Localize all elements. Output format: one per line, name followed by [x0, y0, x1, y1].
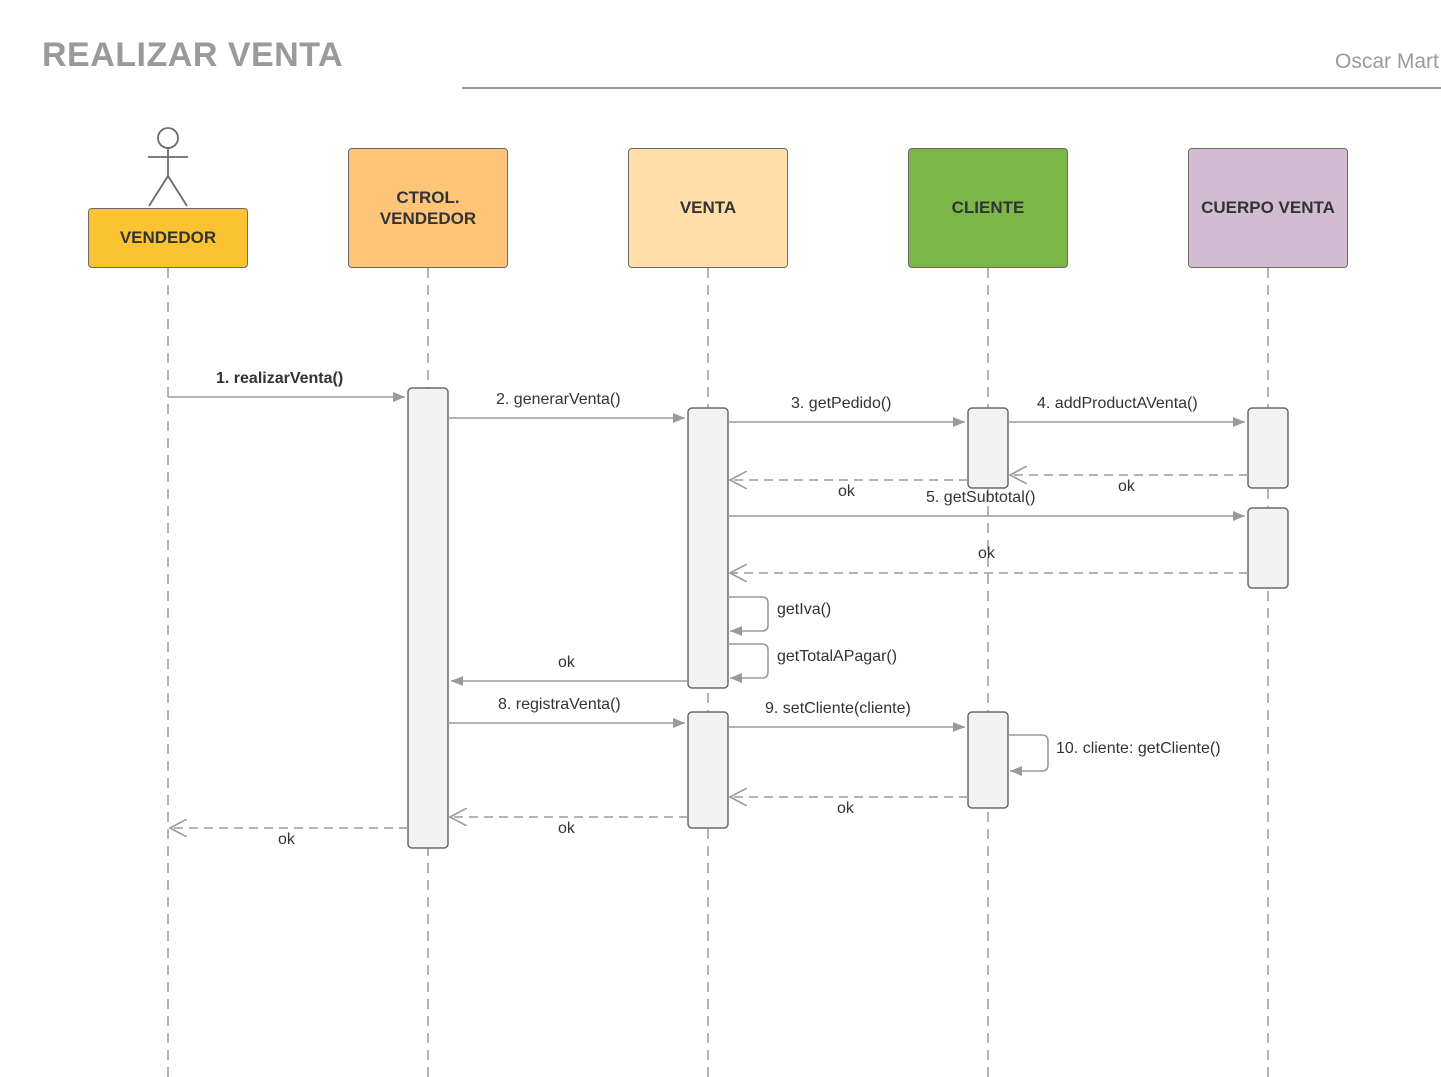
participant-vendedor: VENDEDOR	[88, 208, 248, 268]
message-label-17: ok	[278, 831, 295, 848]
participant-venta: VENTA	[628, 148, 788, 268]
message-label-14: 10. cliente: getCliente()	[1056, 740, 1221, 757]
message-label-13: 9. setCliente(cliente)	[765, 700, 911, 717]
author-name: Oscar Mart	[1335, 50, 1439, 73]
activation-bar-ctrol-vendedor	[407, 387, 449, 849]
participant-ctrol-vendedor: CTROL. VENDEDOR	[348, 148, 508, 268]
activation-bar-cliente	[967, 711, 1009, 809]
activation-bar-cliente	[967, 407, 1009, 489]
participant-cuerpo-venta: CUERPO VENTA	[1188, 148, 1348, 268]
message-arrow-9	[728, 596, 769, 636]
message-label-5: ok	[1118, 478, 1135, 495]
message-arrow-10	[728, 643, 769, 683]
header-divider	[462, 87, 1441, 89]
message-label-3: 3. getPedido()	[791, 395, 892, 412]
message-arrow-14	[1008, 734, 1049, 776]
activation-bar-cuerpo-venta	[1247, 407, 1289, 489]
message-label-15: ok	[837, 800, 854, 817]
message-label-4: 4. addProductAVenta()	[1037, 395, 1198, 412]
activation-bar-venta	[687, 407, 729, 689]
message-label-9: getIva()	[777, 601, 832, 618]
participant-cliente: CLIENTE	[908, 148, 1068, 268]
message-label-12: 8. registraVenta()	[498, 696, 621, 713]
activation-bar-venta	[687, 711, 729, 829]
actor-icon	[148, 127, 188, 207]
message-label-11: ok	[558, 654, 575, 671]
page-title: REALIZAR VENTA	[42, 36, 344, 74]
message-label-8: ok	[978, 545, 995, 562]
message-label-6: ok	[838, 483, 855, 500]
message-label-1: 1. realizarVenta()	[216, 370, 344, 387]
message-label-16: ok	[558, 820, 575, 837]
message-label-2: 2. generarVenta()	[496, 391, 621, 408]
activation-bar-cuerpo-venta	[1247, 507, 1289, 589]
message-label-7: 5. getSubtotal()	[926, 489, 1036, 506]
message-label-10: getTotalAPagar()	[777, 648, 898, 665]
